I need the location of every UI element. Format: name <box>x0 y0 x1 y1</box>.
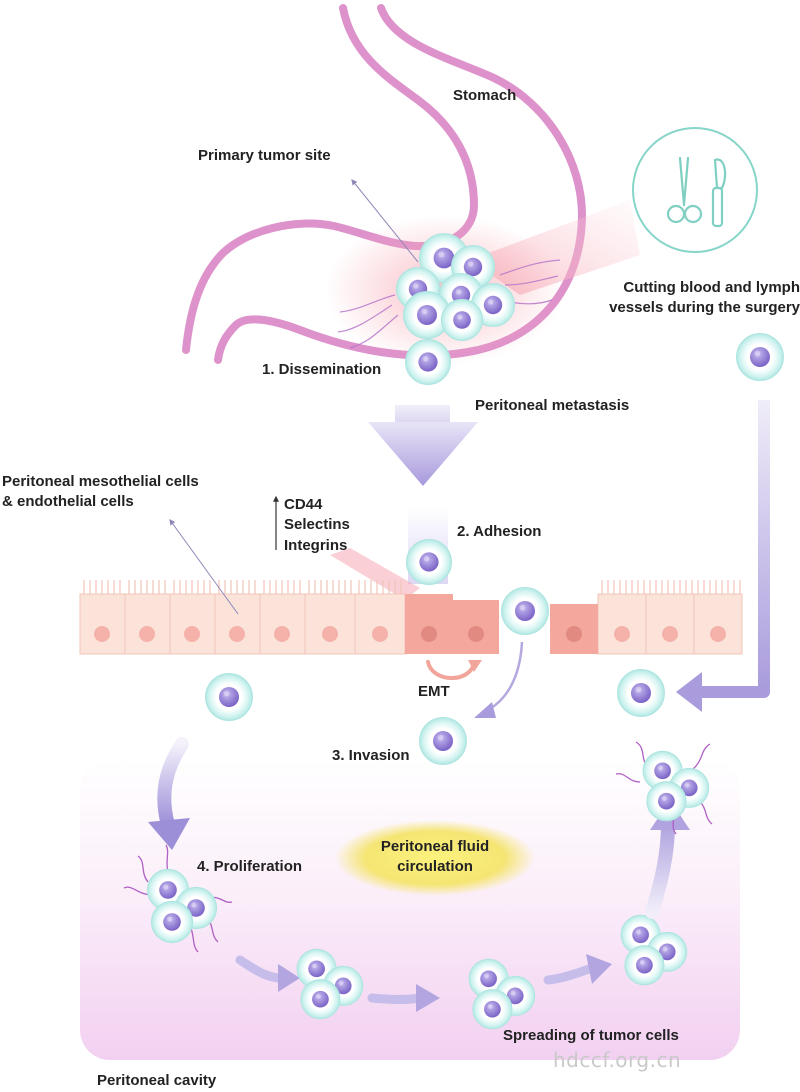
spreading-label: Spreading of tumor cells <box>503 1027 679 1044</box>
tumor-filaments <box>337 259 561 349</box>
spreading-arrows <box>235 954 612 1012</box>
fluid-circulation-label: Peritoneal fluid circulation <box>375 837 495 876</box>
peritoneal-cavity-area <box>80 760 740 1060</box>
mesothelial-label: Peritoneal mesothelial cells & endotheli… <box>2 472 199 511</box>
mesothelial-layer <box>79 580 743 655</box>
fluid-label-line1: Peritoneal fluid <box>380 838 490 855</box>
emt-label: EMT <box>418 683 450 700</box>
marker-selectins: Selectins <box>284 516 350 534</box>
surgery-label-line2: vessels during the surgery <box>609 298 800 316</box>
watermark-text: hdccf.org.cn <box>553 1048 682 1072</box>
mesothelial-label-line2: & endothelial cells <box>2 492 134 510</box>
adhesion-beam <box>330 548 420 600</box>
surgery-spread-arrowhead <box>676 672 702 712</box>
mesothelial-pointer <box>169 519 239 615</box>
surgery-label-line1: Cutting blood and lymph <box>623 279 800 296</box>
peritoneal-metastasis-label: Peritoneal metastasis <box>475 397 630 414</box>
surgery-tools-badge <box>632 127 758 253</box>
adhesion-markers-label: CD44 Selectins Integrins <box>284 495 350 556</box>
emt-cycle-icon <box>426 660 476 680</box>
stomach-label: Stomach <box>453 87 517 104</box>
proliferation-label: 4. Proliferation <box>197 858 303 875</box>
fluid-label-line2: circulation <box>397 857 473 875</box>
invaded-cell <box>419 717 467 765</box>
primary-tumor-pointer <box>351 179 419 263</box>
marker-integrins: Integrins <box>284 536 348 554</box>
adhering-cell <box>406 538 452 586</box>
dissemination-label: 1. Dissemination <box>262 361 382 378</box>
cavity-cell-right <box>617 669 665 717</box>
disseminated-cell <box>405 339 451 385</box>
primary-tumor-site-label: Primary tumor site <box>198 147 331 164</box>
adhesion-label: 2. Adhesion <box>457 523 542 540</box>
proliferation-arrow <box>157 737 189 832</box>
invasion-label: 3. Invasion <box>332 747 410 764</box>
spreading-up-arrow <box>645 817 675 919</box>
peritoneal-fluid-ellipse <box>335 820 535 896</box>
surgery-released-cell <box>736 333 784 381</box>
cavity-cell-left <box>205 673 253 721</box>
invading-cell <box>501 587 549 635</box>
scalpel-icon <box>711 158 727 228</box>
surgery-label: Cutting blood and lymph vessels during t… <box>590 278 800 317</box>
surgery-spread-arrow <box>700 400 770 698</box>
dissemination-down-arrow <box>368 405 478 486</box>
peritoneal-cavity-label: Peritoneal cavity <box>97 1072 217 1089</box>
marker-cd44: CD44 <box>284 496 323 513</box>
surgical-scissors-icon <box>666 156 703 224</box>
mesothelial-label-line1: Peritoneal mesothelial cells <box>2 473 199 490</box>
